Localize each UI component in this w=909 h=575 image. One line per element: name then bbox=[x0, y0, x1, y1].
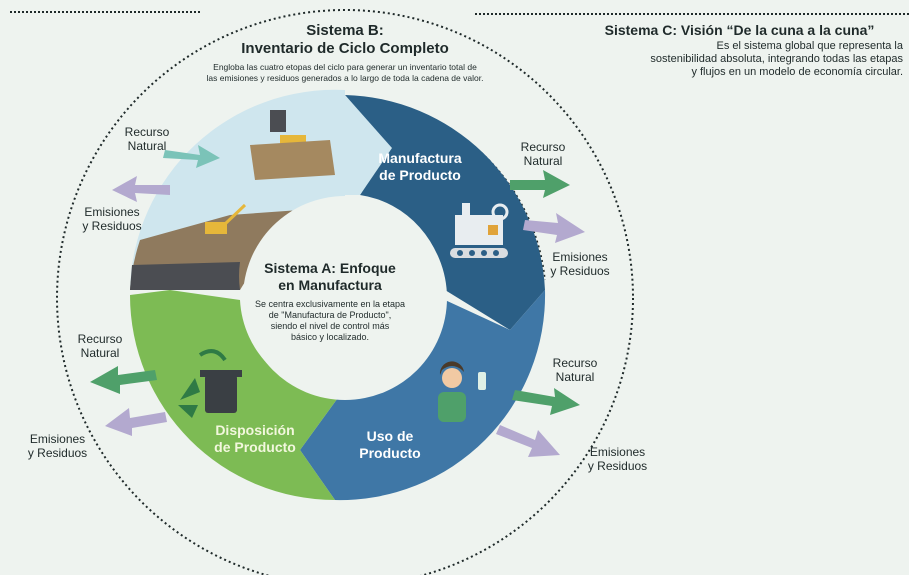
excavator-icon bbox=[205, 222, 227, 234]
system-c-desc-line: Es el sistema global que representa la bbox=[716, 40, 904, 52]
system-c-desc-line: y flujos en un modelo de economía circul… bbox=[691, 66, 903, 78]
system-a-description: Se centra exclusivamente en la etapa de … bbox=[230, 299, 430, 343]
system-a-desc-line: siendo el nivel de control más bbox=[270, 321, 390, 331]
flow-label-line: Recurso bbox=[552, 356, 598, 370]
system-b-description: Engloba las cuatro etopas del ciclo para… bbox=[150, 62, 540, 84]
arrow-emisiones-disposicion bbox=[105, 408, 167, 436]
label-emisiones-disposicion: Emisiones y Residuos bbox=[15, 432, 100, 460]
consumer-icon bbox=[438, 361, 486, 422]
system-c-description: Es el sistema global que representa la s… bbox=[570, 40, 909, 79]
arrow-recurso-uso bbox=[512, 388, 580, 415]
flow-label-line: Recurso bbox=[520, 140, 566, 154]
flow-label-line: y Residuos bbox=[587, 459, 648, 473]
extraccion-rock bbox=[130, 262, 240, 290]
segment-label-disposicion: Disposición de Producto bbox=[200, 422, 310, 456]
inner-hub bbox=[243, 196, 447, 400]
label-emisiones-manufactura: Emisiones y Residuos bbox=[540, 250, 620, 278]
system-b-desc-line: Engloba las cuatro etopas del ciclo para… bbox=[213, 62, 477, 72]
arrow-recurso-disposicion bbox=[90, 366, 157, 394]
segment-label-manufactura: Manufactura de Producto bbox=[360, 150, 480, 184]
flow-label-line: Natural bbox=[555, 370, 595, 384]
segment-label-line: Disposición bbox=[215, 422, 295, 438]
system-b-title-line2: Inventario de Ciclo Completo bbox=[241, 40, 449, 57]
label-emisiones-uso: Emisiones y Residuos bbox=[575, 445, 660, 473]
flow-label-line: Recurso bbox=[77, 332, 123, 346]
mine-truck-icon bbox=[280, 135, 306, 145]
system-a-desc-line: básico y localizado. bbox=[290, 332, 370, 342]
system-c-block: Sistema C: Visión “De la cuna a la cuna”… bbox=[570, 22, 909, 79]
excavator-arm bbox=[223, 203, 247, 226]
flow-label-line: y Residuos bbox=[27, 446, 88, 460]
system-a-block: Sistema A: Enfoque en Manufactura Se cen… bbox=[230, 260, 430, 343]
segment-label-uso: Uso de Producto bbox=[345, 428, 435, 462]
arrow-recurso-manufactura bbox=[510, 170, 570, 198]
factory-icon bbox=[450, 203, 509, 258]
segment-label-line: de Producto bbox=[214, 439, 296, 455]
flow-label-line: Natural bbox=[523, 154, 563, 168]
system-c-desc-line: sostenibilidad absoluta, integrando toda… bbox=[650, 53, 903, 65]
system-b-desc-line: las emisiones y residuos generados a lo … bbox=[206, 73, 484, 83]
flow-label-line: Emisiones bbox=[84, 205, 140, 219]
flow-label-line: Emisiones bbox=[552, 250, 608, 264]
segment-label-line: de Producto bbox=[379, 167, 461, 183]
flow-label-line: Recurso bbox=[124, 125, 170, 139]
segment-manufactura bbox=[345, 95, 545, 330]
flow-label-line: y Residuos bbox=[82, 219, 142, 233]
mine-building-icon bbox=[270, 110, 286, 132]
mine-cliff bbox=[250, 140, 335, 180]
flow-label-line: Natural bbox=[80, 346, 120, 360]
system-a-desc-line: de "Manufactura de Producto", bbox=[268, 310, 392, 320]
label-emisiones-extraccion: Emisiones y Residuos bbox=[72, 205, 152, 233]
manufactura-arrow-tip bbox=[345, 95, 392, 195]
system-a-title-line2: en Manufactura bbox=[278, 277, 382, 293]
system-b-title-line1: Sistema B: bbox=[306, 22, 384, 39]
label-recurso-extraccion: Recurso Natural bbox=[112, 125, 182, 153]
system-a-desc-line: Se centra exclusivamente en la etapa bbox=[254, 299, 406, 309]
segment-label-line: Uso de bbox=[366, 428, 414, 444]
arrow-emisiones-extraccion bbox=[112, 176, 170, 202]
segment-uso bbox=[300, 290, 546, 501]
label-recurso-manufactura: Recurso Natural bbox=[508, 140, 578, 168]
segment-label-line: Manufactura bbox=[378, 150, 462, 166]
system-b-boundary bbox=[56, 9, 634, 575]
flow-label-line: Emisiones bbox=[29, 432, 86, 446]
segment-label-line: Producto bbox=[359, 445, 421, 461]
flow-label-line: Emisiones bbox=[589, 445, 646, 459]
label-recurso-disposicion: Recurso Natural bbox=[65, 332, 135, 360]
flow-label-line: Natural bbox=[127, 139, 167, 153]
recycle-icon bbox=[178, 349, 242, 418]
system-c-title: Sistema C: Visión “De la cuna a la cuna” bbox=[604, 22, 875, 38]
flow-label-line: y Residuos bbox=[550, 264, 610, 278]
arrow-recurso-extraccion bbox=[163, 145, 220, 168]
system-b-block: Sistema B: Inventario de Ciclo Completo … bbox=[150, 22, 540, 84]
arrow-emisiones-manufactura bbox=[523, 213, 585, 243]
system-a-title-line1: Sistema A: Enfoque bbox=[264, 260, 396, 276]
label-recurso-uso: Recurso Natural bbox=[540, 356, 610, 384]
arrow-emisiones-uso bbox=[496, 425, 560, 457]
